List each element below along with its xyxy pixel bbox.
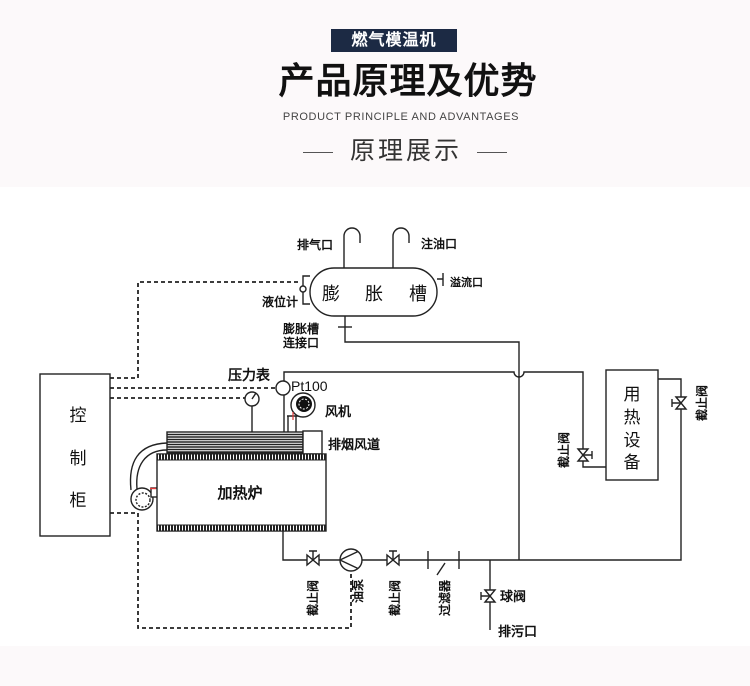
overflow-port-icon — [437, 273, 444, 286]
expansion-tank-body — [309, 267, 438, 317]
pt100-label: Pt100 — [291, 378, 328, 394]
stop-valve-stem — [389, 550, 397, 560]
section-title: 原理展示 — [349, 138, 462, 165]
drain-label: 排污口 — [498, 624, 537, 639]
burner-tube-outer — [129, 442, 168, 491]
ball-valve-stem — [480, 592, 490, 600]
control-cabinet-box — [39, 373, 111, 537]
fan-rotor-icon — [296, 396, 312, 412]
product-badge: 燃气模温机 — [331, 29, 457, 52]
heater: 加热炉 — [156, 453, 327, 532]
stop-valve-label: 截止阀 — [305, 580, 320, 616]
equipment-box — [605, 369, 659, 481]
return-pipe — [282, 378, 682, 561]
expansion-tank: 膨 胀 槽 排气口 注油口 溢流口 液位计 膨胀槽 连接口 — [262, 227, 483, 350]
heat-exchanger: 排烟风道 — [166, 430, 380, 455]
control-cabinet: 控 制 柜 — [39, 373, 111, 537]
vent-pipe-icon — [343, 227, 361, 268]
stop-valve-stem — [583, 451, 593, 459]
expansion-tank-char: 膨 — [322, 284, 340, 304]
burner-blower-rotor-icon — [135, 492, 151, 508]
equipment-char: 用 — [624, 385, 641, 404]
equipment-char: 设 — [624, 431, 641, 450]
equipment-char: 备 — [624, 453, 641, 472]
heat-consuming-equipment: 用 热 设 备 — [605, 369, 659, 481]
oil-pump-icon — [339, 548, 363, 572]
heater-top-band — [156, 453, 327, 461]
signal-line-level-gauge — [110, 281, 301, 379]
vent-label: 排气口 — [297, 237, 333, 252]
stop-valve-label: 截止阀 — [387, 580, 402, 616]
overflow-label: 溢流口 — [450, 275, 483, 289]
pressure-gauge-needle-icon — [251, 392, 257, 400]
heater-label: 加热炉 — [216, 484, 262, 502]
section-title-rule-right — [477, 152, 507, 153]
filter-icon — [427, 551, 460, 576]
signal-lines — [110, 281, 352, 629]
heater-bottom-band — [156, 524, 327, 532]
pt100-sensor-icon — [275, 380, 291, 396]
expansion-tank-char: 胀 — [365, 284, 383, 304]
oil-pump-label: 油泵 — [350, 579, 365, 603]
flue-label: 排烟风道 — [328, 437, 380, 452]
page-subtitle: PRODUCT PRINCIPLE AND ADVANTAGES — [282, 111, 520, 123]
fill-pipe-icon — [392, 227, 410, 268]
level-gauge-sensor-icon — [299, 285, 307, 293]
stop-valve-label: 截止阀 — [556, 432, 571, 468]
level-gauge-label: 液位计 — [262, 294, 298, 309]
control-cabinet-char: 控 — [70, 406, 87, 425]
fan-label: 风机 — [325, 404, 351, 419]
expansion-tank-char: 槽 — [409, 284, 427, 304]
expansion-connection-pipe — [344, 316, 520, 560]
pressure-gauge-label: 压力表 — [228, 367, 271, 383]
connection-label: 膨胀槽 — [282, 321, 319, 336]
signal-line-burner-pump — [110, 512, 352, 629]
burner-tube-inner — [136, 449, 168, 490]
stop-valve-stem — [309, 550, 317, 560]
footer-background — [0, 646, 750, 686]
connection-label: 连接口 — [283, 335, 319, 350]
stop-valve-label: 截止阀 — [694, 385, 709, 421]
page-title: 产品原理及优势 — [278, 60, 538, 101]
instruments: 压力表 Pt100 — [228, 367, 328, 407]
oil-pump-arrow-icon — [338, 550, 359, 570]
section-title-rule-left — [303, 152, 333, 153]
fan: 风机 — [290, 392, 351, 420]
control-cabinet-char: 制 — [70, 449, 87, 468]
equipment-char: 热 — [624, 408, 641, 427]
flue-duct — [302, 430, 323, 455]
filter-label: 过滤器 — [437, 579, 452, 616]
ball-valve-label: 球阀 — [500, 589, 526, 604]
stop-valve-stem — [671, 399, 681, 407]
line-components: 截止阀 油泵 截止阀 过滤器 球阀 排污口 截止阀 截止阀 — [305, 385, 709, 639]
fill-label: 注油口 — [421, 236, 457, 251]
control-cabinet-char: 柜 — [70, 491, 87, 510]
fan-rotor-ring-icon — [298, 398, 310, 410]
fin-lines — [167, 433, 303, 453]
supply-pipe — [283, 371, 606, 468]
